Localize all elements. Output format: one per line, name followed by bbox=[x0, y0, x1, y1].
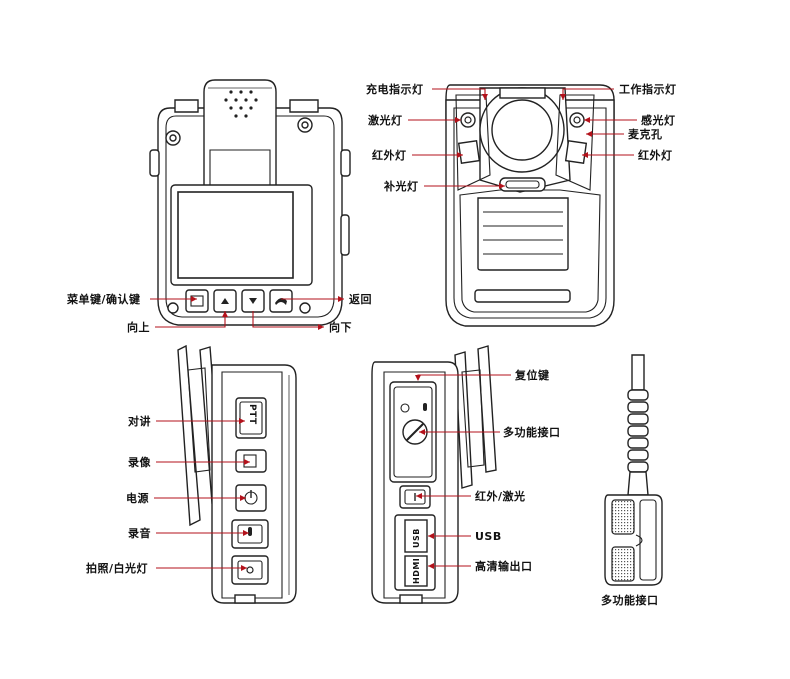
label-reset: 复位键 bbox=[515, 369, 550, 382]
label-microphone: 麦克孔 bbox=[628, 128, 663, 141]
back-view-device bbox=[445, 84, 615, 327]
label-usb: USB bbox=[475, 530, 502, 543]
back-callouts bbox=[408, 88, 637, 189]
label-photo-white-light: 拍照/白光灯 bbox=[86, 562, 149, 575]
left-side-callouts bbox=[154, 418, 250, 571]
label-power: 电源 bbox=[126, 492, 149, 505]
label-audio: 录音 bbox=[128, 527, 151, 540]
front-view-device bbox=[149, 79, 351, 326]
label-work-light: 工作指示灯 bbox=[619, 83, 677, 96]
label-connector-caption: 多功能接口 bbox=[601, 594, 659, 607]
right-side-callouts bbox=[415, 374, 511, 569]
label-video: 录像 bbox=[128, 456, 151, 469]
usb-port-text: USB bbox=[412, 528, 421, 548]
connector-device bbox=[604, 354, 663, 586]
ptt-button-text: PTT bbox=[247, 404, 257, 425]
label-ir-light-left: 红外灯 bbox=[372, 149, 407, 162]
label-multi-port: 多功能接口 bbox=[503, 426, 561, 439]
hdmi-port-text: HDMI bbox=[412, 557, 421, 584]
label-back: 返回 bbox=[349, 293, 372, 306]
label-laser-light: 激光灯 bbox=[368, 114, 403, 127]
label-up: 向上 bbox=[127, 321, 150, 334]
label-intercom: 对讲 bbox=[128, 415, 151, 428]
label-ir-light-right: 红外灯 bbox=[638, 149, 673, 162]
label-ir-laser: 红外/激光 bbox=[475, 490, 526, 503]
front-callouts bbox=[150, 296, 344, 330]
label-light-sensor: 感光灯 bbox=[641, 114, 676, 127]
label-charge-light: 充电指示灯 bbox=[366, 83, 424, 96]
label-menu-confirm: 菜单键/确认键 bbox=[67, 293, 141, 306]
label-hdmi-out: 高清输出口 bbox=[475, 560, 533, 573]
left-side-view-device bbox=[177, 344, 297, 604]
label-fill-light: 补光灯 bbox=[384, 180, 419, 193]
label-down: 向下 bbox=[329, 321, 352, 334]
